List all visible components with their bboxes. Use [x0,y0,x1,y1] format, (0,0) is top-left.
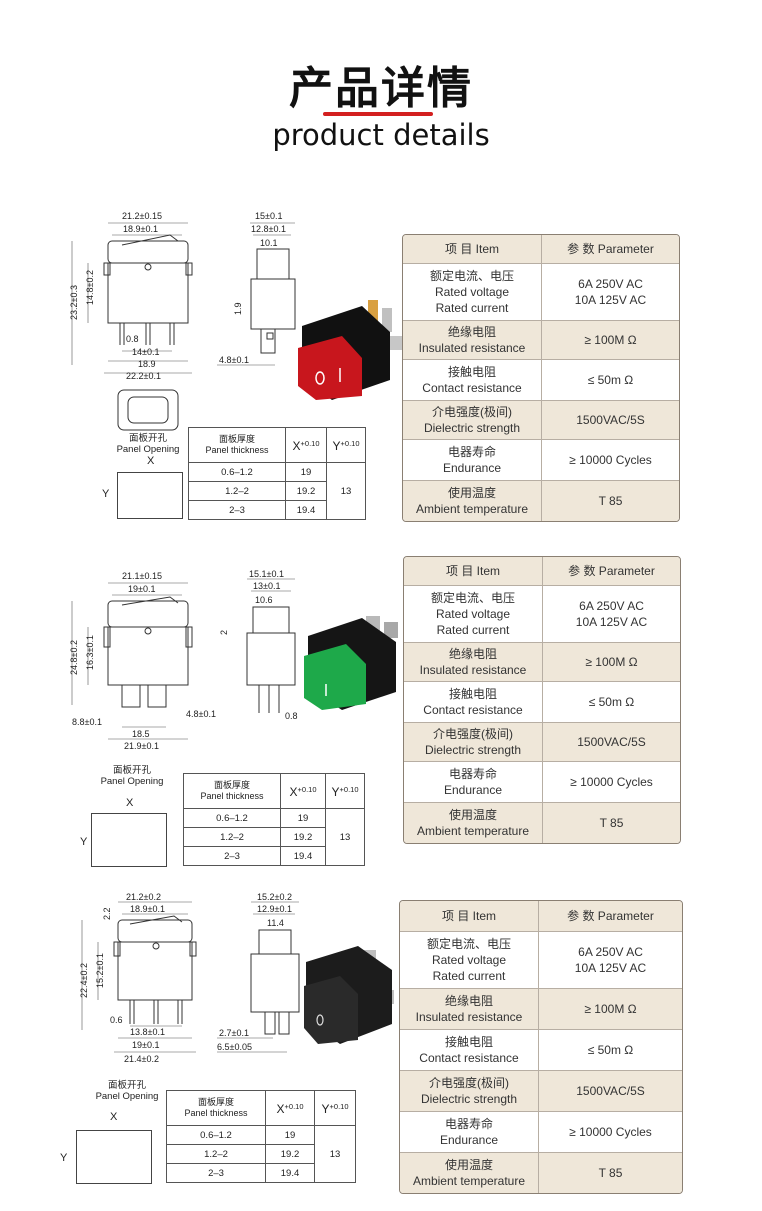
dim-t2: 13±0.1 [253,581,280,591]
dim-b3: 22.2±0.1 [126,371,161,381]
dim-w: 0.8 [285,711,298,721]
dim-inner: 16.3±0.1 [85,635,95,670]
page-title-cn: 产品详情 [289,63,473,114]
dim-t1: 15±0.1 [255,211,282,221]
dim-inner: 14.8±0.2 [85,270,95,305]
dim-height: 24.8±0.2 [69,640,79,675]
dim-t3: 10.6 [255,595,273,605]
dim-inner: 15.2±0.1 [95,953,105,988]
dim-b1: 13.8±0.1 [130,1027,165,1037]
dim-t2: 12.8±0.1 [251,224,286,234]
panel-opening-shape [76,1130,152,1184]
panel-y-label: Y [60,1152,68,1164]
dim-extra: 2.2 [102,907,112,920]
dim-top1: 21.2±0.15 [122,211,162,221]
switch-photo-black [300,940,400,1054]
dim-b1: 14±0.1 [132,347,159,357]
panel-y-label: Y [102,488,110,500]
dim-b3: 4.8±0.1 [186,709,216,719]
side-view-drawing: 15.1±0.1 13±0.1 10.6 2 0.8 [215,565,315,730]
front-view-drawing: 21.1±0.15 19±0.1 24.8±0.2 16.3±0.1 8.8±0… [60,565,230,755]
dim-h: 2 [219,630,229,635]
dim-h: 1.9 [233,302,243,315]
title-underline [323,112,433,116]
dim-h: 2.7±0.1 [219,1028,249,1038]
side-view-drawing: 15.2±0.2 12.9±0.1 11.4 2.7±0.1 6.5±0.05 [215,890,315,1060]
panel-x-label: X [147,455,155,467]
dim-top2: 19±0.1 [128,584,155,594]
dim-height: 23.2±0.3 [69,285,79,320]
dim-w: 6.5±0.05 [217,1042,252,1052]
dim-t3: 10.1 [260,238,278,248]
dim-pin: 0.8 [126,334,139,344]
front-view-drawing: 21.2±0.2 18.9±0.1 2.2 22.4±0.2 15.2±0.1 … [70,890,200,1070]
switch-photo-green [300,612,410,716]
dim-b2: 21.9±0.1 [124,741,159,751]
dim-b2: 18.9 [138,359,156,369]
dim-pin: 8.8±0.1 [72,717,102,727]
dim-top2: 18.9±0.1 [130,904,165,914]
dim-t2: 12.9±0.1 [257,904,292,914]
dim-top1: 21.1±0.15 [122,571,162,581]
dim-w: 4.8±0.1 [219,355,249,365]
dim-pin: 0.6 [110,1015,123,1025]
side-view-drawing: 15±0.1 12.8±0.1 10.1 1.9 4.8±0.1 [215,205,315,380]
dim-t3: 11.4 [267,918,284,928]
dim-b2: 19±0.1 [132,1040,159,1050]
dim-height: 22.4±0.2 [79,963,89,998]
panel-opening-shape [91,813,167,867]
page-title-en: product details [272,118,490,152]
dim-top2: 18.9±0.1 [123,224,158,234]
dim-b3: 21.4±0.2 [124,1054,159,1064]
panel-y-label: Y [80,836,88,848]
dim-top1: 21.2±0.2 [126,892,161,902]
panel-opening-shape [117,472,183,519]
switch-photo-red [292,296,414,408]
panel-x-label: X [110,1111,118,1123]
front-view-drawing: 21.2±0.15 18.9±0.1 23.2±0.3 14.8±0.2 0.8… [60,205,200,525]
dim-t1: 15.1±0.1 [249,569,284,579]
dim-t1: 15.2±0.2 [257,892,292,902]
dim-b1: 18.5 [132,729,150,739]
panel-x-label: X [126,797,134,809]
